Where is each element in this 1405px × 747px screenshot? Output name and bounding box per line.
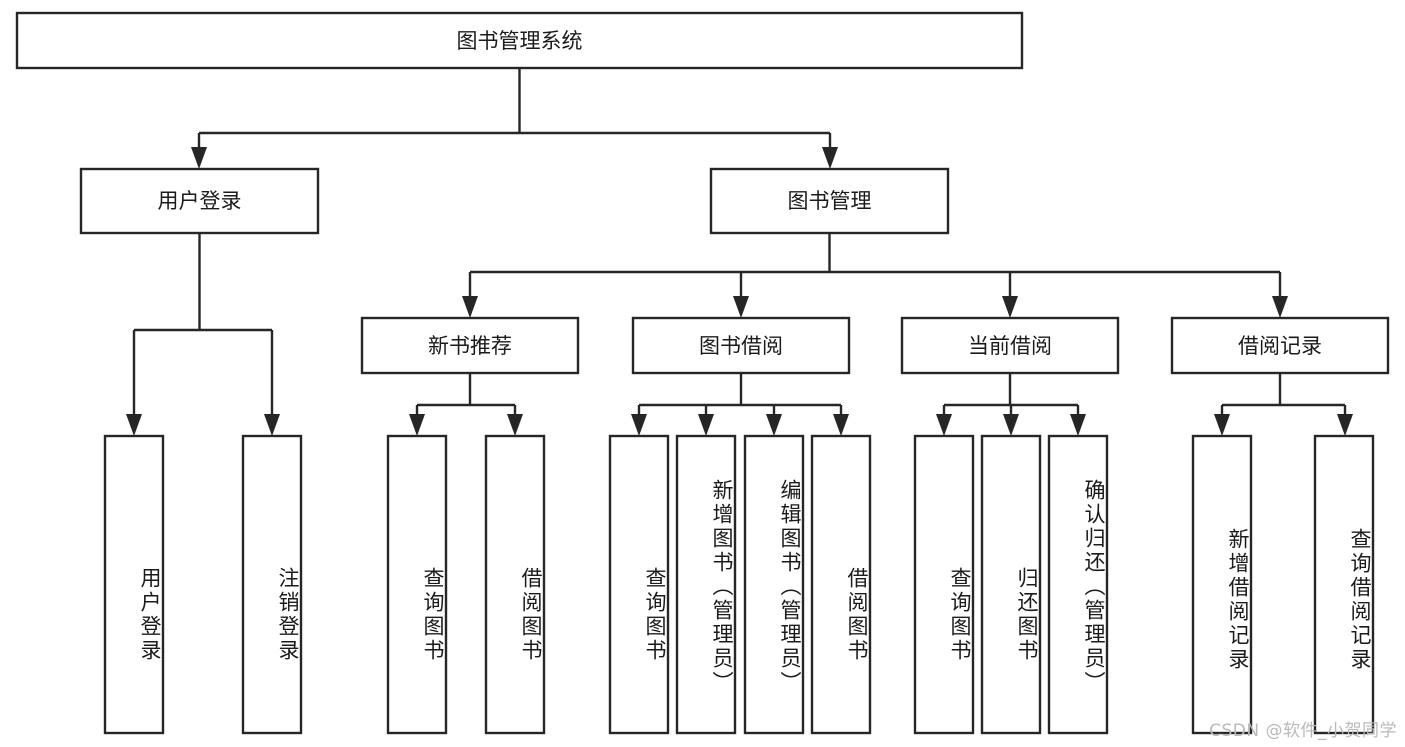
node-current-borrow-label: 当前借阅 (968, 334, 1052, 358)
connector-user-login-to-leaves (126, 233, 280, 436)
node-borrow-query-book[interactable] (608, 434, 670, 735)
node-root[interactable] (15, 11, 1024, 70)
connector-borrow-records-to-leaves (1214, 373, 1353, 436)
csdn-watermark: CSDN @软件_小贺同学 (1209, 721, 1397, 741)
node-new-book-recommend[interactable] (360, 316, 580, 375)
node-add-borrow-record[interactable] (1191, 434, 1253, 735)
node-query-borrow-record[interactable] (1313, 434, 1375, 735)
node-book-management[interactable] (709, 167, 950, 235)
node-current-confirm-return[interactable] (1047, 434, 1109, 735)
connector-current-borrow-to-leaves (936, 373, 1086, 436)
node-book-borrow[interactable] (631, 316, 851, 375)
node-current-return-book[interactable] (980, 434, 1042, 735)
node-user-login[interactable] (79, 167, 320, 235)
node-borrow-records-label: 借阅记录 (1238, 334, 1322, 358)
connector-root-to-level2 (191, 68, 838, 169)
node-recommend-query-book[interactable] (386, 434, 448, 735)
node-user-logout[interactable] (241, 434, 303, 735)
node-borrow-add-book[interactable] (675, 434, 737, 735)
node-user-login-label: 用户登录 (158, 189, 242, 213)
node-current-query-book[interactable] (913, 434, 975, 735)
connector-book-borrow-to-leaves (631, 373, 849, 436)
node-root-label: 图书管理系统 (457, 29, 583, 53)
node-user-login-do[interactable] (103, 434, 165, 735)
node-borrow-edit-book[interactable] (743, 434, 805, 735)
node-borrow-records[interactable] (1170, 316, 1390, 375)
node-current-borrow[interactable] (900, 316, 1120, 375)
connector-new-book-recommend-to-leaves (409, 373, 523, 436)
node-recommend-borrow-book[interactable] (484, 434, 546, 735)
node-new-book-recommend-label: 新书推荐 (428, 334, 512, 358)
node-book-borrow-label: 图书借阅 (699, 334, 783, 358)
node-book-management-label: 图书管理 (788, 189, 872, 213)
node-borrow-borrow-book[interactable] (810, 434, 872, 735)
connector-book-management-to-level3 (462, 233, 1288, 318)
